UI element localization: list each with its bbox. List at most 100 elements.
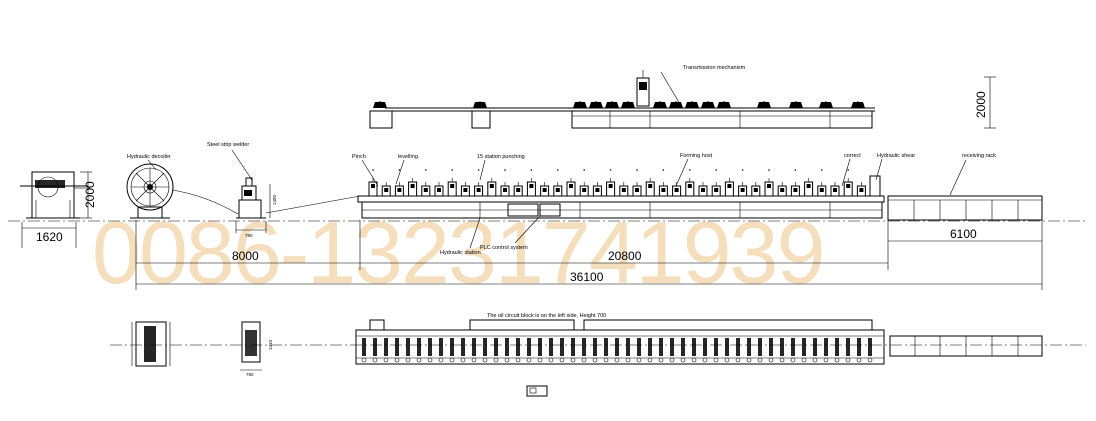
plan-roll — [768, 338, 774, 363]
sprocket-icon — [653, 101, 667, 108]
plan-roll — [438, 338, 444, 363]
plan-roll — [724, 338, 730, 363]
plan-roll — [713, 338, 719, 363]
roll-stand — [579, 169, 589, 197]
sprocket-icon — [701, 101, 715, 108]
plan-roll — [614, 338, 620, 363]
forming-host-label: Forming host — [680, 153, 713, 159]
roll-stand — [632, 169, 642, 197]
plan-roll — [526, 338, 532, 363]
plc-label: PLC control system — [480, 245, 528, 251]
welder-width-dim: 780 — [245, 233, 253, 238]
sprocket-icon — [851, 101, 865, 108]
roll-stand — [711, 169, 721, 197]
roll-stand — [368, 169, 378, 197]
receiving-rack: receiving rack — [887, 153, 1043, 221]
plan-roll — [658, 338, 664, 363]
pinch-label: Pinch — [352, 154, 366, 160]
welder-label: Steel strip welder — [207, 142, 249, 148]
plan-roll — [394, 338, 400, 363]
plan-roll — [746, 338, 752, 363]
overall-dimensions: 8000 20800 6100 36100 — [135, 220, 1043, 290]
hydraulic-shear-label: Hydraulic shear — [877, 153, 915, 159]
steel-strip-welder: 780 1450 Steel strip welder — [207, 142, 361, 238]
roll-stand — [685, 169, 695, 197]
plan-roll — [416, 338, 422, 363]
plan-roll — [504, 338, 510, 363]
correct-label: correct — [844, 153, 861, 159]
roll-stand — [540, 182, 550, 197]
roll-stand — [777, 182, 787, 197]
plan-roll — [405, 338, 411, 363]
dim-36100: 36100 — [570, 270, 604, 284]
sprocket-icon — [819, 101, 833, 108]
plan-roll — [383, 338, 389, 363]
sprocket-icon — [589, 101, 603, 108]
hydraulic-decoiler: Hydraulic decoiler — [126, 154, 239, 219]
decoiler-end-view: 2000 1620 — [20, 171, 97, 248]
roll-stand — [658, 169, 668, 197]
oil-circuit-note: The oil circuit block is on the left sid… — [487, 313, 606, 319]
roll-stand — [645, 178, 655, 197]
sprocket-icon — [685, 101, 699, 108]
roll-stand — [460, 182, 470, 197]
roll-stand — [381, 182, 391, 197]
plan-roll — [647, 338, 653, 363]
roll-stand — [553, 169, 563, 197]
sprocket-icon — [473, 101, 487, 108]
sprocket-icon — [757, 101, 771, 108]
roll-stand — [592, 182, 602, 197]
sprocket-icon — [373, 101, 387, 108]
roll-stand — [790, 169, 800, 197]
transmission-mechanism: Transmission mechanism 2000 — [369, 65, 996, 129]
main-forming-line: Pinch levelling 15 station punching Form… — [352, 153, 915, 256]
plan-roll — [790, 338, 796, 363]
roll-stand — [408, 178, 418, 197]
plan-roll — [559, 338, 565, 363]
plan-roll — [471, 338, 477, 363]
roll-stand — [843, 169, 853, 197]
hydraulic-station-label: Hydraulic station — [440, 250, 481, 256]
plan-roll — [515, 338, 521, 363]
dim-20800: 20800 — [608, 249, 642, 263]
plan-roll — [460, 338, 466, 363]
plan-roll — [427, 338, 433, 363]
plan-roll — [834, 338, 840, 363]
plan-roll — [361, 338, 367, 363]
plan-roll — [801, 338, 807, 363]
plan-roll — [757, 338, 763, 363]
plan-roll — [570, 338, 576, 363]
sprocket-icon — [573, 101, 587, 108]
plan-roll — [691, 338, 697, 363]
roll-stand — [856, 182, 866, 197]
roll-stand — [619, 182, 629, 197]
roll-stand — [830, 182, 840, 197]
plan-roll — [482, 338, 488, 363]
sprocket-icon — [605, 101, 619, 108]
sprocket-icon — [789, 101, 803, 108]
plan-roll — [581, 338, 587, 363]
roll-stand — [474, 169, 484, 197]
welder-height-dim: 1450 — [272, 194, 277, 205]
roll-stand — [738, 169, 748, 197]
plan-roll — [845, 338, 851, 363]
plan-roll — [669, 338, 675, 363]
dim-1620: 1620 — [36, 230, 63, 244]
roll-stand — [764, 169, 774, 197]
roll-stand — [724, 178, 734, 197]
roll-stand — [513, 182, 523, 197]
transmission-label: Transmission mechanism — [683, 65, 746, 71]
plan-roll — [449, 338, 455, 363]
roll-stand — [487, 178, 497, 197]
sprocket-icon — [621, 101, 635, 108]
dim-6100: 6100 — [950, 227, 977, 241]
dim-8000: 8000 — [232, 249, 259, 263]
plan-roll — [735, 338, 741, 363]
phone-watermark: 0086-13231741939 — [92, 203, 823, 302]
plan-roll — [680, 338, 686, 363]
plan-view: 780 1310 The oil circuit block is on the… — [131, 313, 1043, 397]
plan-roll — [625, 338, 631, 363]
roll-stand — [447, 169, 457, 197]
plan-roll — [856, 338, 862, 363]
plan-roll — [636, 338, 642, 363]
